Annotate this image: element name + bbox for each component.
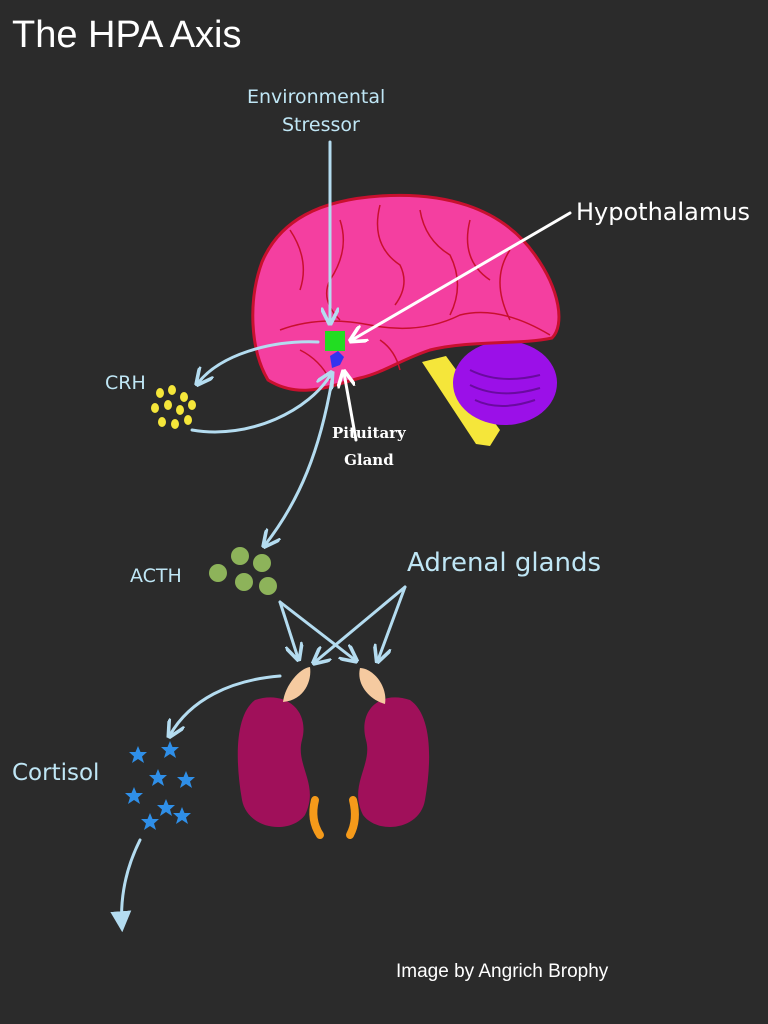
cortisol-release-arrow bbox=[170, 674, 282, 735]
cortisol-out-arrow bbox=[110, 838, 142, 933]
hypothalamus-marker bbox=[325, 331, 345, 351]
acth-molecules bbox=[209, 547, 277, 595]
pituitary-label-line1: Pituitary bbox=[332, 424, 406, 442]
pituitary-pointer bbox=[344, 373, 358, 442]
arrows bbox=[110, 140, 407, 933]
right-kidney bbox=[358, 697, 430, 827]
cortisol-label: Cortisol bbox=[12, 760, 100, 786]
adrenal-right-arrow bbox=[378, 585, 407, 660]
diagram-title: The HPA Axis bbox=[12, 14, 242, 56]
adrenal-left-arrow bbox=[315, 585, 407, 662]
image-credit: Image by Angrich Brophy bbox=[396, 961, 609, 982]
acth-right-arrow bbox=[278, 600, 355, 660]
crh-release-arrow bbox=[198, 340, 320, 383]
pituitary-marker bbox=[330, 351, 344, 368]
acth-left-arrow bbox=[278, 600, 298, 658]
right-adrenal-gland bbox=[359, 668, 386, 704]
cortisol-molecules bbox=[125, 741, 195, 830]
kidneys-and-adrenal-glands bbox=[237, 667, 430, 839]
left-adrenal-gland bbox=[283, 667, 311, 702]
adrenal-glands-label: Adrenal glands bbox=[407, 548, 602, 578]
stressor-label-line2: Stressor bbox=[282, 114, 360, 136]
crh-molecules bbox=[151, 385, 196, 429]
acth-label: ACTH bbox=[130, 565, 182, 587]
hypothalamus-pointer bbox=[352, 211, 572, 340]
crh-to-pituitary-arrow bbox=[190, 374, 331, 434]
left-kidney bbox=[237, 697, 310, 827]
pituitary-label-line2: Gland bbox=[344, 451, 394, 469]
cerebellum bbox=[453, 341, 557, 425]
acth-release-arrow bbox=[265, 378, 334, 545]
crh-label: CRH bbox=[105, 372, 146, 394]
hypothalamus-label: Hypothalamus bbox=[576, 198, 750, 226]
stressor-label-line1: Environmental bbox=[247, 86, 386, 108]
